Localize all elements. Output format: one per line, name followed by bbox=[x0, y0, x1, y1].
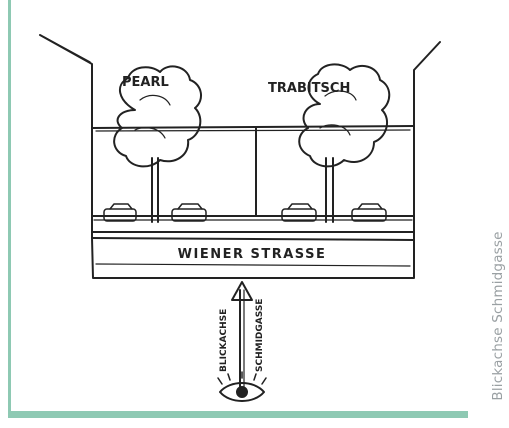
building-outline bbox=[39, 34, 441, 279]
arrow-left-label: BLICKACHSE bbox=[219, 309, 229, 372]
eye-icon bbox=[217, 371, 267, 402]
car-icon bbox=[103, 203, 387, 222]
frame-bottom-border bbox=[8, 411, 468, 418]
street-sketch: PEARL TRABITSCH WIENER STRASSE BLICKACHS… bbox=[39, 34, 441, 402]
side-caption: Blickachse Schmidgasse bbox=[490, 231, 506, 401]
arrow-up-icon bbox=[231, 281, 253, 389]
tree-right-label: TRABITSCH bbox=[268, 81, 350, 96]
tree-left-label: PEARL bbox=[122, 75, 169, 90]
tree-left-icon bbox=[113, 65, 202, 223]
tree-right-icon bbox=[298, 63, 391, 223]
arrow-right-label: SCHMIDGASSE bbox=[255, 299, 265, 372]
frame-left-border bbox=[8, 0, 11, 418]
street-label: WIENER STRASSE bbox=[178, 247, 327, 262]
